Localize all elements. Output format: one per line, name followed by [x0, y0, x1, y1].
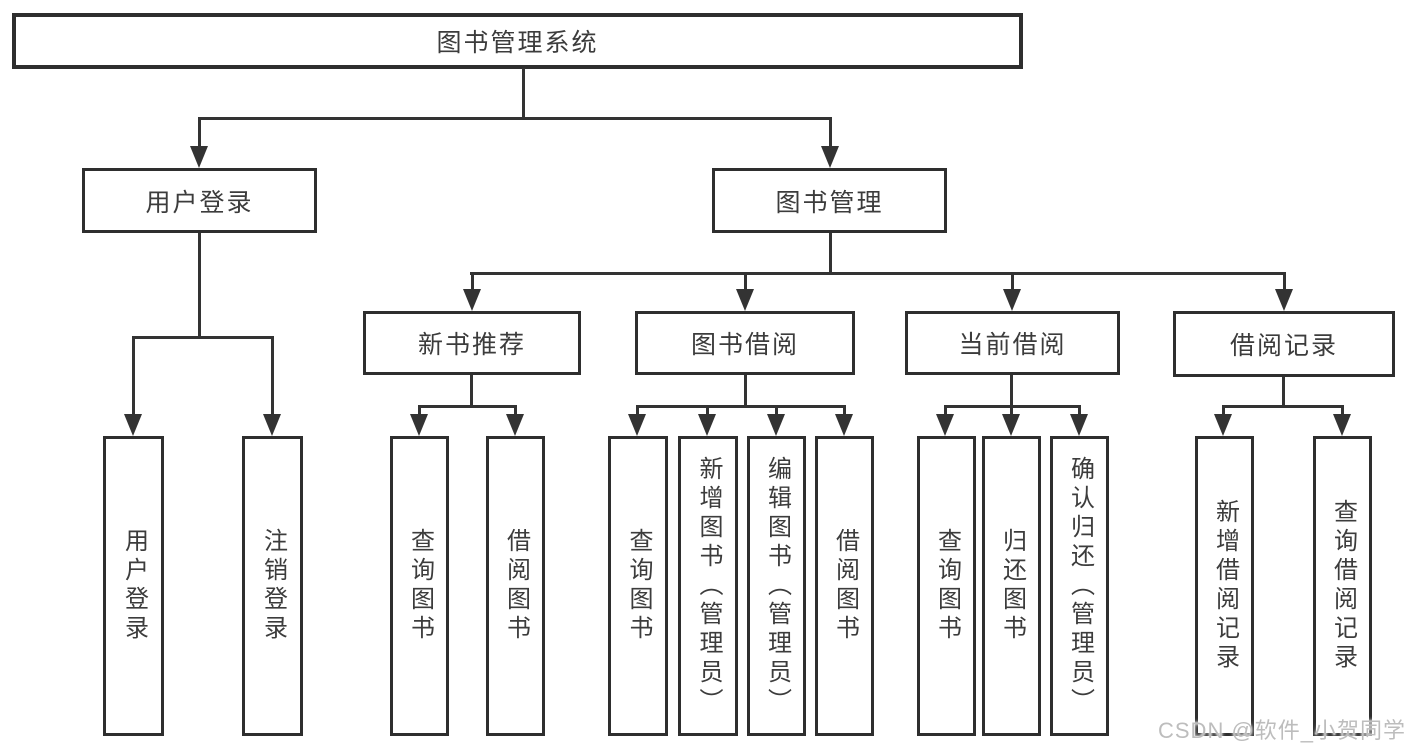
- node-current-borrow: 当前借阅: [905, 311, 1120, 375]
- connector-level2-rail: [198, 117, 832, 120]
- connector-to-leaf-logout: [271, 336, 274, 416]
- down-arrowhead-leaf-query3: [936, 414, 954, 436]
- connector-to-leaf-query3: [944, 405, 947, 417]
- connector-new-book-rail: [418, 405, 517, 408]
- down-arrowhead-book-borrow: [736, 289, 754, 311]
- down-arrowhead-borrow-records: [1275, 289, 1293, 311]
- down-arrowhead-user-login: [190, 146, 208, 168]
- leaf-return-books: 归还图书: [982, 436, 1041, 736]
- connector-to-leaf-query-record: [1341, 405, 1344, 417]
- down-arrowhead-new-book-recommend: [463, 289, 481, 311]
- down-arrowhead-leaf-query1: [410, 414, 428, 436]
- leaf-query-books-1: 查询图书: [390, 436, 449, 736]
- connector-root-stem: [522, 68, 525, 120]
- connector-to-current-borrow: [1011, 272, 1014, 291]
- down-arrowhead-leaf-return: [1002, 414, 1020, 436]
- connector-book-borrow-stem: [744, 375, 747, 408]
- connector-level3-rail: [470, 272, 1286, 275]
- leaf-edit-books-admin: 编辑图书（管理员）: [747, 436, 806, 736]
- node-borrow-records: 借阅记录: [1173, 311, 1395, 377]
- connector-to-book-management: [829, 117, 832, 148]
- connector-book-management-stem: [829, 233, 832, 274]
- down-arrowhead-leaf-borrow1: [506, 414, 524, 436]
- connector-to-leaf-borrow1: [514, 405, 517, 417]
- connector-to-leaf-query1: [418, 405, 421, 417]
- down-arrowhead-leaf-add-books: [698, 414, 716, 436]
- connector-to-leaf-add-record: [1222, 405, 1225, 417]
- down-arrowhead-leaf-query2: [628, 414, 646, 436]
- connector-to-book-borrow: [744, 272, 747, 291]
- connector-to-borrow-records: [1283, 272, 1286, 291]
- connector-borrow-records-rail: [1222, 405, 1344, 408]
- node-book-borrow: 图书借阅: [635, 311, 855, 375]
- connector-to-leaf-add-books: [706, 405, 709, 417]
- connector-current-borrow-stem: [1010, 375, 1013, 408]
- connector-borrow-records-stem: [1282, 377, 1285, 408]
- leaf-confirm-return-admin: 确认归还（管理员）: [1050, 436, 1109, 736]
- node-book-management: 图书管理: [712, 168, 947, 233]
- connector-to-leaf-borrow2: [843, 405, 846, 417]
- down-arrowhead-leaf-add-record: [1214, 414, 1232, 436]
- node-library-management-system: 图书管理系统: [12, 13, 1023, 69]
- connector-book-borrow-rail: [636, 405, 846, 408]
- down-arrowhead-leaf-confirm-return: [1070, 414, 1088, 436]
- leaf-query-books-2: 查询图书: [608, 436, 668, 736]
- leaf-borrow-books-2: 借阅图书: [815, 436, 874, 736]
- connector-to-user-login: [198, 117, 201, 148]
- connector-to-leaf-edit-books: [775, 405, 778, 417]
- leaf-logout-login: 注销登录: [242, 436, 303, 736]
- connector-to-new-book-recommend: [471, 272, 474, 291]
- leaf-add-books-admin: 新增图书（管理员）: [678, 436, 738, 736]
- down-arrowhead-current-borrow: [1003, 289, 1021, 311]
- leaf-query-books-3: 查询图书: [917, 436, 976, 736]
- connector-user-login-rail: [132, 336, 274, 339]
- node-user-login: 用户登录: [82, 168, 317, 233]
- down-arrowhead-leaf-edit-books: [767, 414, 785, 436]
- connector-user-login-stem: [198, 233, 201, 339]
- connector-to-leaf-return: [1010, 405, 1013, 417]
- down-arrowhead-leaf-query-record: [1333, 414, 1351, 436]
- leaf-user-login: 用户登录: [103, 436, 164, 736]
- csdn-watermark: CSDN @软件_小贺同学: [1158, 718, 1405, 743]
- leaf-query-borrow-record: 查询借阅记录: [1313, 436, 1372, 736]
- down-arrowhead-leaf-logout: [263, 414, 281, 436]
- leaf-borrow-books-1: 借阅图书: [486, 436, 545, 736]
- down-arrowhead-book-management: [821, 146, 839, 168]
- down-arrowhead-leaf-user-login: [124, 414, 142, 436]
- leaf-add-borrow-record: 新增借阅记录: [1195, 436, 1254, 736]
- connector-new-book-stem: [470, 375, 473, 408]
- node-new-book-recommend: 新书推荐: [363, 311, 581, 375]
- connector-to-leaf-confirm-return: [1078, 405, 1081, 417]
- connector-to-leaf-user-login: [132, 336, 135, 416]
- connector-to-leaf-query2: [636, 405, 639, 417]
- down-arrowhead-leaf-borrow2: [835, 414, 853, 436]
